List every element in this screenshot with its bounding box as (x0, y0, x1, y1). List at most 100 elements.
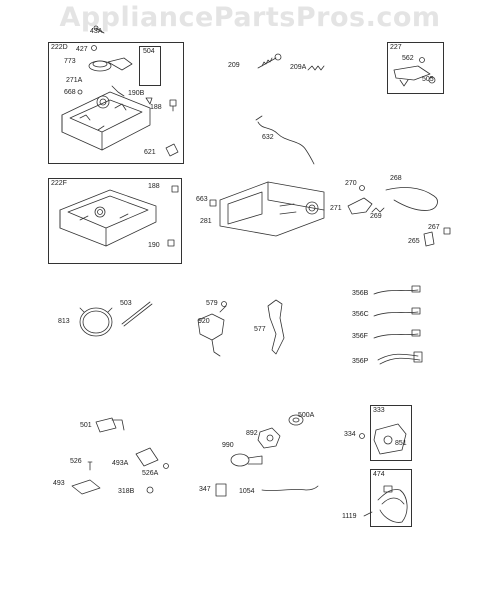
part-579-drawing (221, 301, 227, 307)
part-label-505: 505 (422, 76, 434, 83)
box-504: 504 (139, 46, 161, 86)
part-label-503: 503 (120, 300, 132, 307)
part-269-spring-drawing (371, 207, 385, 213)
part-356f-drawing (373, 329, 421, 339)
part-label-190b: 190B (128, 90, 145, 97)
part-222d-frame-drawing (61, 85, 151, 151)
part-333-drawing (373, 423, 407, 455)
part-label-356b: 356B (352, 290, 369, 297)
part-356c-drawing (373, 307, 421, 317)
part-526a-drawing (163, 463, 169, 469)
part-label-526: 526 (70, 458, 82, 465)
part-label-209a: 209A (290, 64, 307, 71)
part-label-268: 268 (390, 175, 402, 182)
part-281-panel-drawing (219, 181, 325, 237)
part-188-190-drawing (167, 185, 179, 247)
part-label-269: 269 (370, 213, 382, 220)
part-503-rod-drawing (121, 301, 153, 327)
part-813-clamp-drawing (79, 307, 113, 337)
part-356b-drawing (373, 285, 421, 295)
part-label-188-222f: 188 (148, 183, 160, 190)
part-990-drawing (230, 453, 263, 467)
box-227-title: 227 (390, 44, 402, 51)
part-526-drawing (87, 461, 93, 471)
box-222f: 222F (48, 178, 182, 264)
part-label-773: 773 (64, 58, 76, 65)
part-label-43a: 43A (90, 28, 103, 35)
part-label-190: 190 (148, 242, 160, 249)
box-222d-title: 222D (51, 44, 68, 51)
box-222f-title: 222F (51, 180, 67, 187)
part-label-270: 270 (345, 180, 357, 187)
part-label-347: 347 (199, 486, 211, 493)
part-label-668: 668 (64, 89, 76, 96)
part-label-1119: 1119 (342, 513, 357, 520)
part-920-drawing (197, 305, 227, 357)
part-632-cable-drawing (255, 115, 315, 165)
part-label-920: 920 (198, 318, 210, 325)
part-356p-drawing (377, 351, 423, 365)
box-333: 333 (370, 405, 412, 461)
part-label-579: 579 (206, 300, 218, 307)
part-label-318b: 318B (118, 488, 135, 495)
part-577-drawing (267, 299, 285, 355)
part-label-427: 427 (76, 46, 88, 53)
part-663-drawing (209, 199, 217, 207)
part-267-drawing (443, 227, 451, 235)
part-label-271a: 271A (66, 77, 83, 84)
part-label-271: 271 (330, 205, 342, 212)
part-label-188-top: 188 (150, 104, 162, 111)
part-label-265: 265 (408, 238, 420, 245)
part-271-lever-drawing (347, 197, 373, 215)
part-small-fasteners-drawing (77, 89, 179, 157)
part-label-334: 334 (344, 431, 356, 438)
part-501-drawing (95, 417, 125, 433)
part-label-562: 562 (402, 55, 414, 62)
box-227: 227 (387, 42, 444, 94)
box-504-title: 504 (143, 48, 155, 55)
part-474-harness-drawing (377, 485, 408, 523)
part-209a-drawing (307, 65, 325, 71)
part-1054-drawing (261, 485, 319, 491)
part-43a-drawing (93, 25, 105, 34)
part-label-813: 813 (58, 318, 70, 325)
part-493a-drawing (135, 447, 159, 467)
part-label-209: 209 (228, 62, 240, 69)
part-227-bracket-drawing (393, 57, 436, 87)
part-270-drawing (359, 185, 365, 191)
part-318b-drawing (146, 486, 154, 494)
part-label-526a: 526A (142, 470, 159, 477)
part-label-500a: 500A (298, 412, 315, 419)
box-474-title: 474 (373, 471, 385, 478)
part-label-267: 267 (428, 224, 440, 231)
box-222d: 222D 504 (48, 42, 184, 164)
part-493-drawing (71, 479, 101, 495)
part-label-501: 501 (80, 422, 92, 429)
part-label-663: 663 (196, 196, 208, 203)
part-label-851: 851 (395, 440, 407, 447)
part-label-632: 632 (262, 134, 274, 141)
box-474: 474 (370, 469, 412, 527)
part-label-356p: 356P (352, 358, 369, 365)
part-222f-frame-drawing (59, 189, 157, 247)
part-773-assembly-drawing (88, 45, 133, 72)
part-347-drawing (215, 483, 227, 497)
part-500a-drawing (288, 414, 304, 426)
part-label-990: 990 (222, 442, 234, 449)
part-209-drawing (257, 53, 282, 69)
part-label-493a: 493A (112, 460, 129, 467)
watermark: AppliancePartsPros.com (59, 2, 441, 33)
part-label-356c: 356C (352, 311, 369, 318)
part-label-493: 493 (53, 480, 65, 487)
part-label-281: 281 (200, 218, 212, 225)
part-label-1054: 1054 (239, 488, 255, 495)
part-892-drawing (257, 427, 281, 449)
part-label-577: 577 (254, 326, 266, 333)
part-label-892: 892 (246, 430, 258, 437)
part-label-356f: 356F (352, 333, 368, 340)
box-333-title: 333 (373, 407, 385, 414)
part-265-drawing (423, 231, 435, 247)
part-label-621: 621 (144, 149, 156, 156)
part-334-drawing (359, 433, 365, 439)
part-268-cable-drawing (385, 187, 438, 211)
